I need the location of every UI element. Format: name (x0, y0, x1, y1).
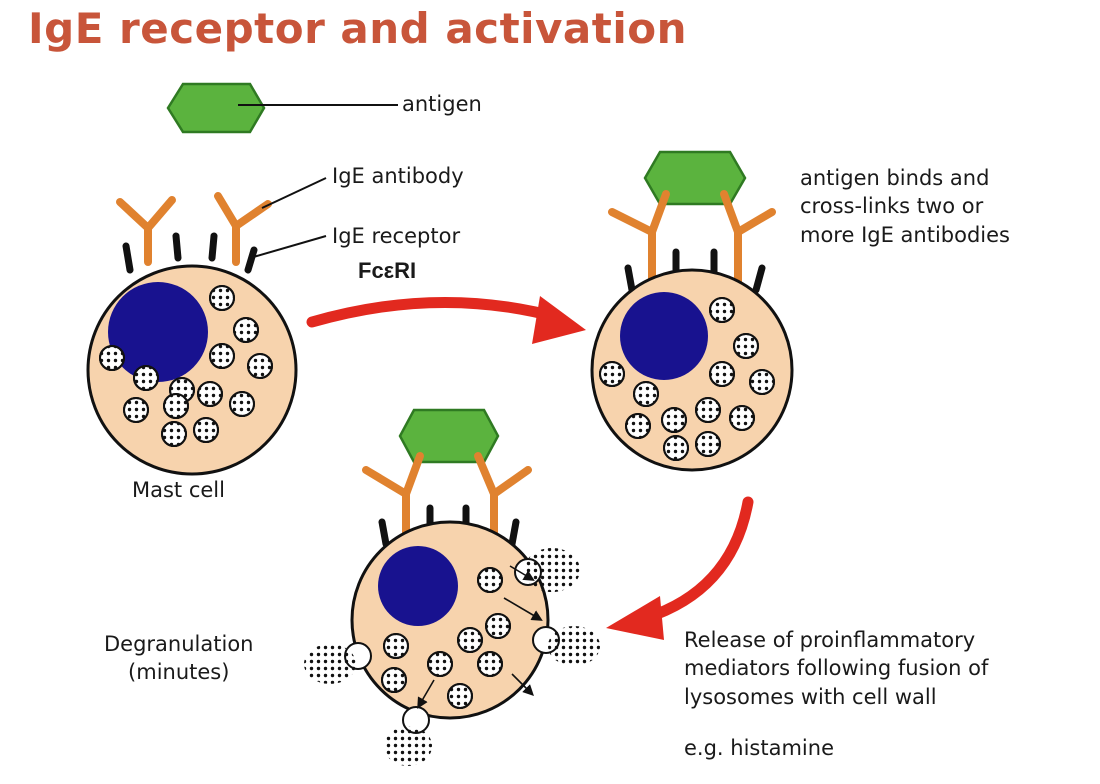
released-mediators (304, 548, 600, 766)
mast-cell-degranulating (304, 408, 600, 766)
receptor-leader-line (249, 235, 327, 259)
page-title: IgE receptor and activation (28, 4, 688, 53)
ige-antibody (362, 452, 532, 548)
ige-antibody (116, 192, 272, 266)
nucleus (620, 292, 708, 380)
degranulation-label: Degranulation (minutes) (104, 632, 254, 685)
binding-note: antigen binds and cross-links two or mor… (800, 166, 1010, 247)
antigen-shape (166, 82, 266, 134)
activation-arrow (306, 296, 586, 344)
antibody-leader-line (261, 177, 327, 209)
mast-cell-resting (86, 177, 327, 476)
antigen-label: antigen (402, 92, 482, 116)
granules (99, 285, 273, 447)
antigen-legend (166, 82, 398, 134)
ige-receptor-label: IgE receptor (332, 224, 461, 248)
mast-cell-crosslinked (590, 150, 794, 472)
antigen-shape (398, 408, 500, 464)
degranulation-arrow (606, 496, 754, 640)
ige-receptor (122, 232, 258, 274)
example-label: e.g. histamine (684, 736, 834, 760)
ige-antibody (608, 190, 776, 294)
ige-antibody-label: IgE antibody (332, 164, 464, 188)
nucleus (108, 282, 208, 382)
release-note: Release of proinflammatory mediators fol… (684, 628, 989, 709)
antigen-shape (643, 150, 747, 206)
receptor-name-label: FcεRI (358, 258, 417, 283)
release-arrows (417, 565, 543, 709)
granules (381, 567, 511, 709)
granules (599, 297, 775, 461)
nucleus (378, 546, 458, 626)
mast-cell-label: Mast cell (132, 478, 225, 502)
